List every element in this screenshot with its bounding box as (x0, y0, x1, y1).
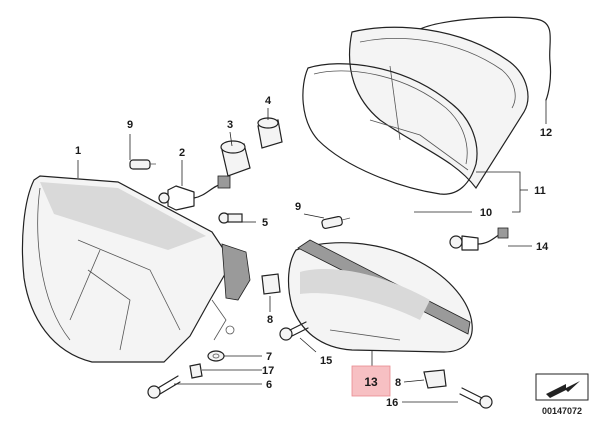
callout-5[interactable]: 5 (262, 217, 268, 229)
reference-number: 00147072 (542, 406, 582, 416)
small-bulb-part-mid (321, 215, 351, 230)
screw-part-16 (459, 387, 493, 409)
headlight-housing-part (21, 175, 251, 363)
cap-part (257, 117, 283, 149)
callout-11[interactable]: 11 (534, 185, 546, 197)
lens-cover-part (348, 26, 529, 190)
highlight-box (351, 365, 391, 397)
callout-7[interactable]: 7 (266, 351, 272, 363)
speed-nut-part-right (423, 369, 447, 389)
callout-12[interactable]: 12 (540, 127, 552, 139)
seal-cord-part (417, 16, 552, 101)
screw-part-6 (147, 375, 181, 399)
callout-2[interactable]: 2 (179, 147, 185, 159)
washer-part (207, 350, 225, 362)
arrow-icon[interactable] (535, 373, 589, 401)
push-clip-part (218, 212, 243, 224)
lens-frame-part (302, 63, 478, 195)
callout-15[interactable]: 15 (320, 355, 332, 367)
callout-9-mid[interactable]: 9 (295, 201, 301, 213)
callout-13-highlighted[interactable]: 13 (351, 365, 391, 397)
callout-3[interactable]: 3 (227, 119, 233, 131)
socket-part (220, 140, 251, 177)
speed-nut-part-left (261, 273, 281, 295)
callout-6[interactable]: 6 (266, 379, 272, 391)
second-bulb-part (449, 227, 509, 251)
callout-14[interactable]: 14 (536, 241, 549, 253)
callout-8-left[interactable]: 8 (267, 314, 273, 326)
callout-10[interactable]: 10 (480, 207, 492, 219)
callout-13[interactable]: 13 (364, 375, 378, 389)
small-bulb-part-top (129, 159, 156, 170)
callout-4[interactable]: 4 (265, 95, 272, 107)
callout-9-top[interactable]: 9 (127, 119, 133, 131)
callout-17[interactable]: 17 (262, 365, 274, 377)
leader-lines (77, 100, 547, 403)
grommet-part (189, 363, 203, 379)
callout-8-right[interactable]: 8 (395, 377, 401, 389)
callout-16[interactable]: 16 (386, 397, 398, 409)
bulb-with-connector-part (158, 175, 231, 211)
screw-part-15 (279, 321, 309, 341)
callout-1[interactable]: 1 (75, 145, 81, 157)
cover-trim-part (287, 239, 473, 353)
